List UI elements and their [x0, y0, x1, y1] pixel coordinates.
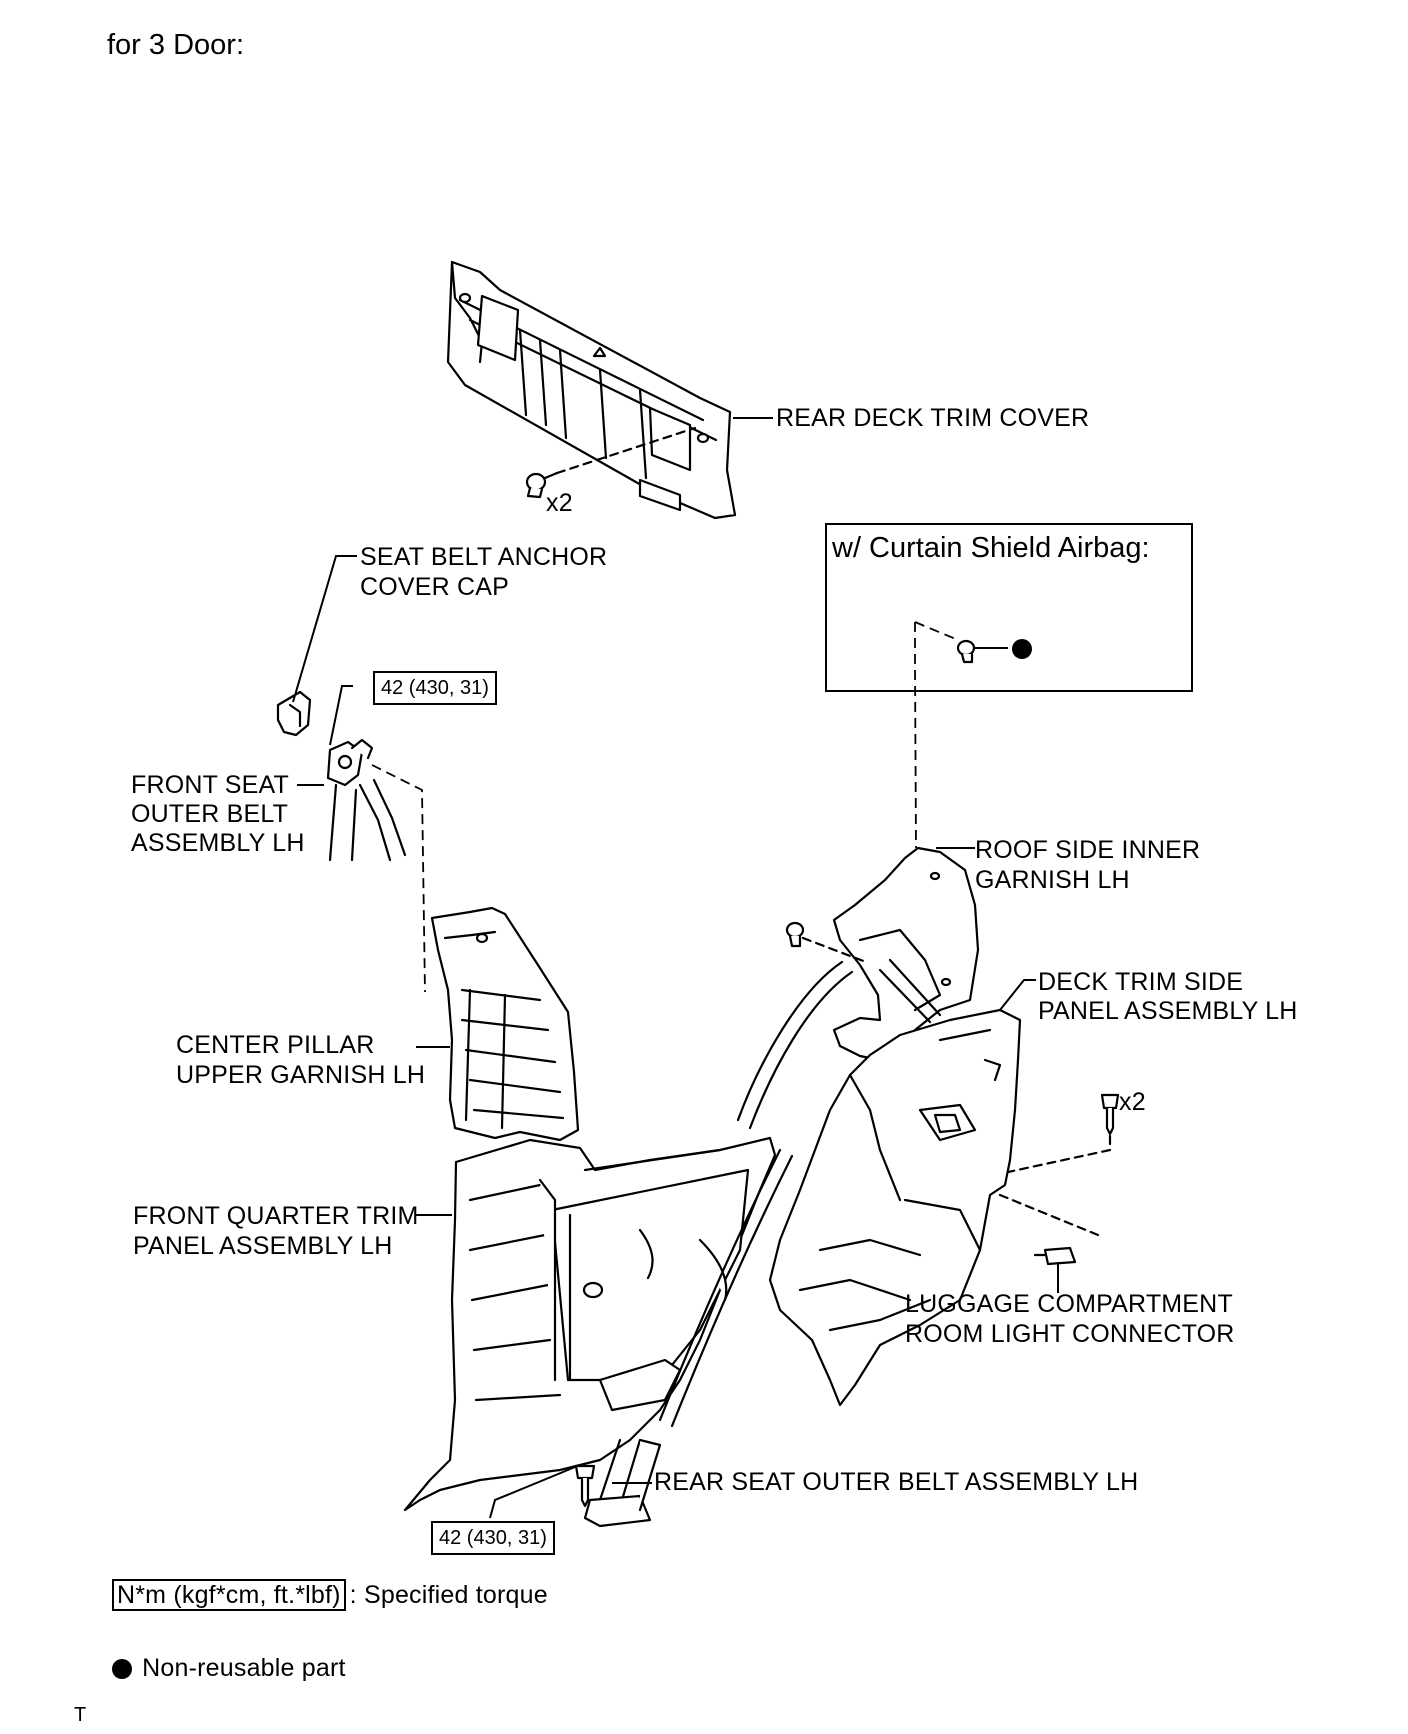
label-front-seat-belt-2: OUTER BELT — [131, 800, 289, 828]
roof-side-clip-part — [785, 921, 805, 948]
legend-torque-unit: N*m (kgf*cm, ft.*lbf) — [112, 1579, 346, 1611]
leader-anchor-cap — [292, 555, 357, 703]
label-roof-side-2: GARNISH LH — [975, 866, 1130, 894]
align-line-belt — [371, 764, 426, 993]
label-center-pillar-1: CENTER PILLAR — [176, 1031, 375, 1059]
center-pillar-garnish-part — [430, 906, 580, 1142]
label-seat-belt-anchor-cap-1: SEAT BELT ANCHOR — [360, 543, 608, 571]
legend-nonreusable-text: Non-reusable part — [142, 1654, 346, 1682]
legend-nonreusable: Non-reusable part — [112, 1653, 346, 1683]
label-luggage-2: ROOM LIGHT CONNECTOR — [905, 1320, 1235, 1348]
luggage-connector-part — [1033, 1246, 1077, 1266]
label-front-quarter-1: FRONT QUARTER TRIM — [133, 1202, 419, 1230]
label-rear-seat-belt: REAR SEAT OUTER BELT ASSEMBLY LH — [654, 1468, 1139, 1496]
leader-rear-torque — [489, 1464, 581, 1519]
leader-front-belt-torque — [329, 685, 353, 746]
rear-seat-belt-part — [583, 1438, 662, 1528]
front-seat-belt-part — [326, 738, 407, 862]
deck-trim-screw-part — [1100, 1093, 1120, 1136]
label-front-seat-belt-3: ASSEMBLY LH — [131, 829, 305, 857]
label-front-seat-belt-1: FRONT SEAT — [131, 771, 290, 799]
footer-mark: T — [74, 1704, 87, 1726]
seat-belt-anchor-cap-part — [276, 690, 312, 737]
label-rear-deck-qty: x2 — [546, 489, 573, 517]
legend-torque: N*m (kgf*cm, ft.*lbf): Specified torque — [112, 1579, 548, 1611]
rear-deck-clip-part — [525, 471, 559, 499]
deck-trim-side-panel-part — [768, 1008, 1022, 1407]
page-title: for 3 Door: — [107, 29, 244, 61]
label-roof-side-1: ROOF SIDE INNER — [975, 836, 1201, 864]
curtain-airbag-inset-box — [825, 523, 1193, 692]
nonreusable-dot-icon — [112, 1659, 132, 1679]
torque-spec-front-belt: 42 (430, 31) — [373, 671, 497, 705]
align-line-inset — [914, 621, 959, 849]
label-center-pillar-2: UPPER GARNISH LH — [176, 1061, 426, 1089]
label-rear-deck-trim-cover: REAR DECK TRIM COVER — [776, 404, 1090, 432]
legend-torque-text: : Specified torque — [349, 1581, 548, 1609]
torque-spec-rear-belt: 42 (430, 31) — [431, 1521, 555, 1555]
roof-side-garnish-part — [832, 846, 980, 1062]
label-deck-trim-side-2: PANEL ASSEMBLY LH — [1038, 997, 1298, 1025]
label-front-quarter-2: PANEL ASSEMBLY LH — [133, 1232, 393, 1260]
leader-deck-trim — [999, 979, 1036, 1011]
nonreusable-dot-inset — [1012, 639, 1032, 659]
inset-title: w/ Curtain Shield Airbag: — [832, 532, 1150, 564]
label-luggage-1: LUGGAGE COMPARTMENT — [905, 1290, 1233, 1318]
label-deck-trim-side-1: DECK TRIM SIDE — [1038, 968, 1244, 996]
rear-belt-bolt-part — [574, 1464, 596, 1508]
rear-deck-trim-cover-part — [446, 260, 737, 520]
label-seat-belt-anchor-cap-2: COVER CAP — [360, 573, 510, 601]
inset-clip-part — [956, 639, 976, 664]
front-quarter-trim-panel-part — [403, 1136, 777, 1512]
label-deck-trim-qty: x2 — [1119, 1088, 1146, 1116]
